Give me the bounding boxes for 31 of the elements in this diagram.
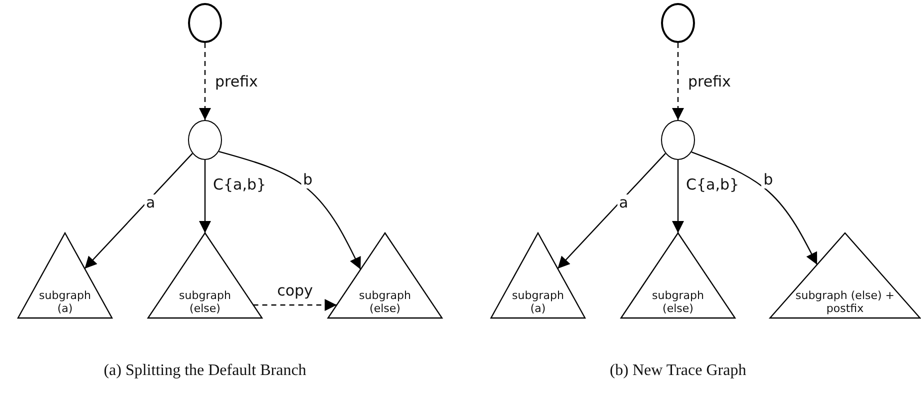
- arrow: [199, 43, 211, 120]
- arrow: [672, 43, 684, 120]
- arrow: [218, 150, 362, 270]
- arrow: [691, 152, 818, 265]
- start-state-circle: [661, 3, 695, 43]
- edge-label: b: [300, 172, 314, 189]
- subgraph-triangle: [18, 233, 112, 318]
- edge-label: b: [762, 172, 776, 189]
- panel-caption: (b) New Trace Graph: [610, 362, 746, 380]
- subgraph-label: subgraph (else): [651, 289, 705, 315]
- state-circle: [188, 120, 222, 160]
- edge-label: prefix: [213, 73, 260, 90]
- subgraph-label: subgraph (else) + postfix: [794, 289, 896, 315]
- subgraph-label: subgraph (else): [358, 289, 412, 315]
- subgraph-label: subgraph (else): [178, 289, 232, 315]
- subgraph-label: subgraph (a): [38, 289, 92, 315]
- start-state-circle: [188, 3, 222, 43]
- subgraph-triangle: [148, 233, 262, 318]
- subgraph-triangle: [328, 233, 442, 318]
- arrow: [199, 160, 211, 233]
- edge-label: prefix: [686, 73, 733, 90]
- arrow: [672, 160, 684, 233]
- subgraph-label: subgraph (a): [511, 289, 565, 315]
- subgraph-triangle: [491, 233, 585, 318]
- arrow: [84, 153, 193, 270]
- arrow: [253, 299, 337, 311]
- subgraph-triangle: [770, 233, 920, 318]
- panel-caption: (a) Splitting the Default Branch: [104, 362, 306, 380]
- arrow: [557, 153, 666, 270]
- state-circle: [661, 120, 695, 160]
- subgraph-triangle: [621, 233, 735, 318]
